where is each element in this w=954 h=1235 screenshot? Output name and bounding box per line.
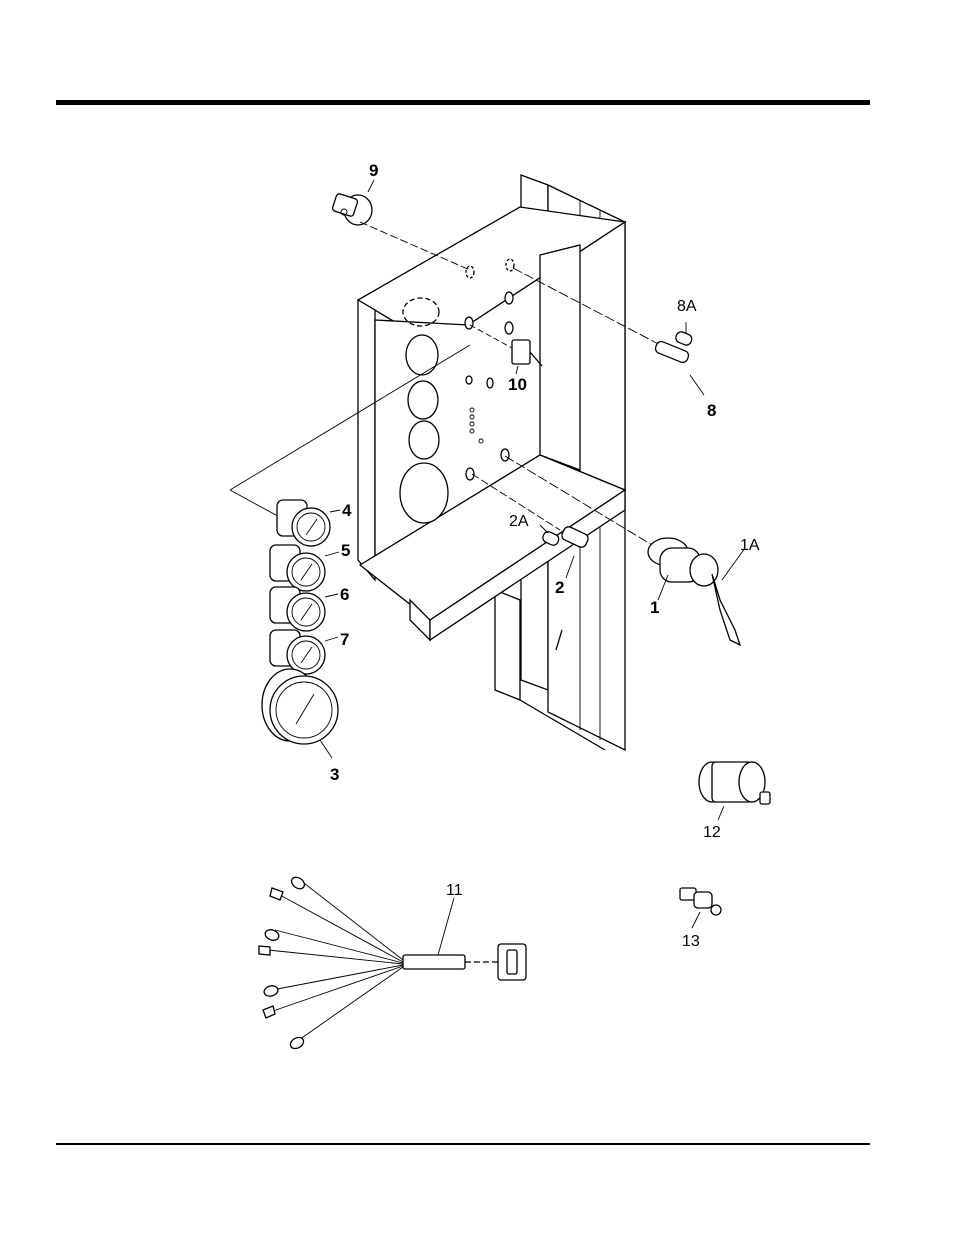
callout-11: 11 <box>446 882 463 899</box>
callout-1: 1 <box>650 598 659 617</box>
callout-9: 9 <box>369 161 378 180</box>
gauge-part-6: 6 <box>270 585 349 631</box>
callout-6: 6 <box>340 585 349 604</box>
callout-7: 7 <box>340 630 349 649</box>
gauge-part-7: 7 <box>270 630 349 674</box>
callout-2: 2 <box>555 578 564 597</box>
gauge-part-4: 4 <box>277 500 352 546</box>
sender-part-12: 12 <box>699 762 770 841</box>
control-panel-box <box>358 175 625 750</box>
callout-8A: 8A <box>677 298 697 315</box>
callout-5: 5 <box>341 541 350 560</box>
sender-part-13: 13 <box>680 888 721 950</box>
wiring-harness-part-11: 11 <box>259 875 526 1051</box>
callout-4: 4 <box>342 501 352 520</box>
callout-2A: 2A <box>509 513 529 530</box>
callout-1A: 1A <box>740 537 760 554</box>
callout-13: 13 <box>682 933 700 950</box>
callout-12: 12 <box>703 824 721 841</box>
gauge-part-3: 3 <box>262 669 339 784</box>
callout-8: 8 <box>707 401 716 420</box>
callout-10: 10 <box>508 375 527 394</box>
callout-3: 3 <box>330 765 339 784</box>
gauge-part-5: 5 <box>270 541 350 591</box>
